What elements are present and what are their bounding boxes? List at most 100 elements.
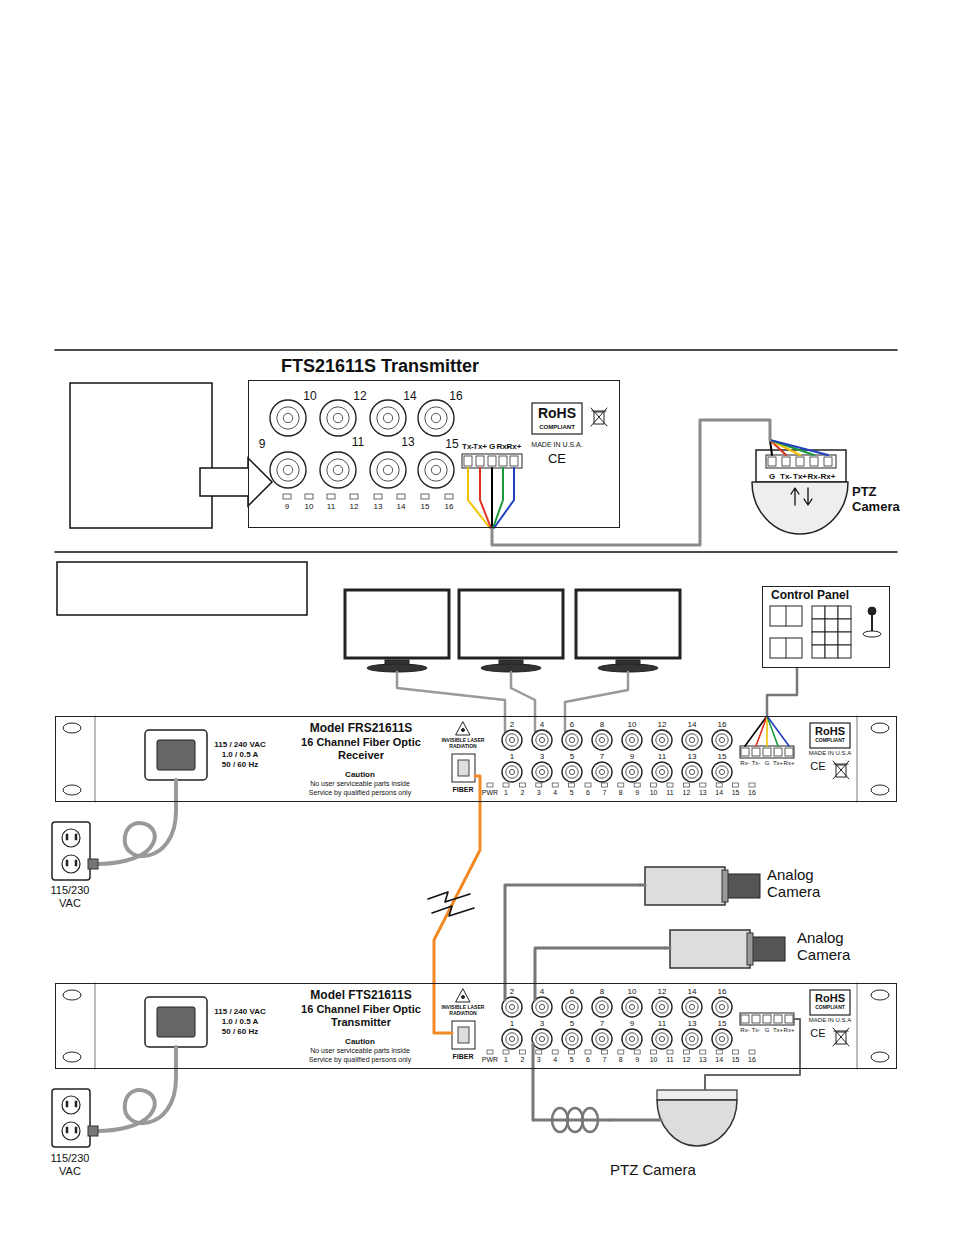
bnc-connector — [270, 400, 306, 436]
led — [749, 1050, 755, 1054]
signal-wire — [494, 468, 514, 528]
panel-label: Tx- — [780, 472, 792, 481]
bnc-pin — [659, 769, 664, 774]
terminal-block — [740, 746, 794, 758]
panel-label: 2 — [520, 1056, 524, 1064]
panel-label: 5 — [570, 1056, 574, 1064]
bnc-connector — [418, 452, 454, 488]
power-plug — [88, 1126, 98, 1136]
bnc-pin — [569, 1004, 574, 1009]
bnc-ring — [686, 766, 698, 778]
fiber-socket — [458, 1027, 469, 1043]
fiber-port — [452, 754, 475, 782]
empty-box — [70, 383, 212, 528]
panel-label: 6 — [586, 1056, 590, 1064]
panel-label: Tx- — [462, 442, 474, 451]
panel-label: 3 — [537, 789, 541, 797]
bnc-ring — [656, 1033, 668, 1045]
panel-label: 15 — [732, 1056, 740, 1064]
panel-label: 13 — [401, 436, 414, 450]
bnc-connector — [562, 730, 582, 750]
terminal — [824, 457, 832, 466]
bnc-pin — [431, 413, 440, 422]
panel-label: 15 — [718, 1019, 727, 1028]
panel-label: 9 — [630, 1019, 634, 1028]
bnc-pin — [599, 1004, 604, 1009]
direction-arrow — [804, 488, 812, 505]
bnc-connector — [652, 1029, 672, 1049]
bnc-pin — [629, 1036, 634, 1041]
cable-connector — [535, 948, 665, 983]
bnc-connector — [370, 452, 406, 488]
device-box: Model FRS21611S16 Channel Fiber Optic Re… — [55, 716, 897, 802]
bnc-pin — [689, 1004, 694, 1009]
bnc-ring — [506, 1001, 518, 1013]
bnc-ring — [656, 734, 668, 746]
bnc-pin — [539, 1004, 544, 1009]
bnc-pin — [689, 1036, 694, 1041]
outlet-slot — [66, 1127, 68, 1133]
panel-label: RoHS — [538, 405, 576, 421]
power-inlet — [145, 997, 207, 1047]
bnc-ring — [566, 1001, 578, 1013]
device-title: Model FTS21611S — [310, 989, 411, 1003]
rack-ear — [95, 983, 857, 1069]
led — [327, 494, 335, 499]
led — [700, 1050, 706, 1054]
outlet-slot — [66, 834, 68, 840]
bnc-connector — [712, 730, 732, 750]
terminal-block — [766, 455, 836, 468]
led — [733, 1050, 739, 1054]
led — [618, 783, 624, 787]
mount-hole — [871, 723, 889, 733]
panel-label: 13 — [699, 1056, 707, 1064]
terminal — [510, 456, 518, 466]
panel-label: 11 — [666, 789, 673, 797]
led — [749, 783, 755, 787]
control-wire — [767, 716, 778, 746]
panel-label: 2 — [520, 789, 524, 797]
video-cable — [532, 1043, 535, 1069]
bnc-ring — [327, 459, 349, 481]
camera-dome — [657, 1100, 737, 1146]
bnc-connector — [418, 400, 454, 436]
led — [519, 783, 525, 787]
panel-label: COMPLIANT — [815, 1005, 845, 1011]
device-title: Analog Camera — [797, 929, 869, 964]
panel-label: 6 — [570, 987, 574, 996]
panel-label: G — [765, 760, 770, 767]
device-title: Analog Camera — [767, 866, 839, 901]
panel-label: 6 — [586, 789, 590, 797]
led — [700, 783, 706, 787]
device-box: PTZ Camera — [610, 1080, 750, 1185]
bnc-connector — [622, 1029, 642, 1049]
panel-label: MADE IN U.S.A. — [531, 441, 582, 449]
terminal — [488, 456, 496, 466]
panel-label: 14 — [715, 1056, 723, 1064]
bnc-connector — [562, 1029, 582, 1049]
panel-label: No user serviceable parts inside — [310, 1047, 410, 1055]
bnc-ring — [377, 407, 399, 429]
panel-label: 3 — [540, 752, 544, 761]
rohs-box — [810, 990, 850, 1015]
bnc-pin — [509, 769, 514, 774]
led — [552, 1050, 558, 1054]
bnc-pin — [629, 769, 634, 774]
led — [716, 783, 722, 787]
panel-label: 7 — [600, 752, 604, 761]
led — [585, 1050, 591, 1054]
keypad-key — [838, 632, 851, 645]
panel-label: 7 — [600, 1019, 604, 1028]
led — [601, 783, 607, 787]
signal-wire — [770, 440, 828, 455]
bnc-pin — [629, 1004, 634, 1009]
bnc-ring — [716, 1001, 728, 1013]
bnc-pin — [383, 465, 392, 474]
fiber-socket — [458, 760, 469, 776]
video-cable — [565, 672, 628, 733]
camera-lens — [750, 937, 785, 961]
data-cable — [794, 1019, 800, 1069]
panel-label: Caution — [345, 770, 375, 779]
joystick-knob — [868, 607, 876, 615]
bnc-ring — [425, 459, 447, 481]
